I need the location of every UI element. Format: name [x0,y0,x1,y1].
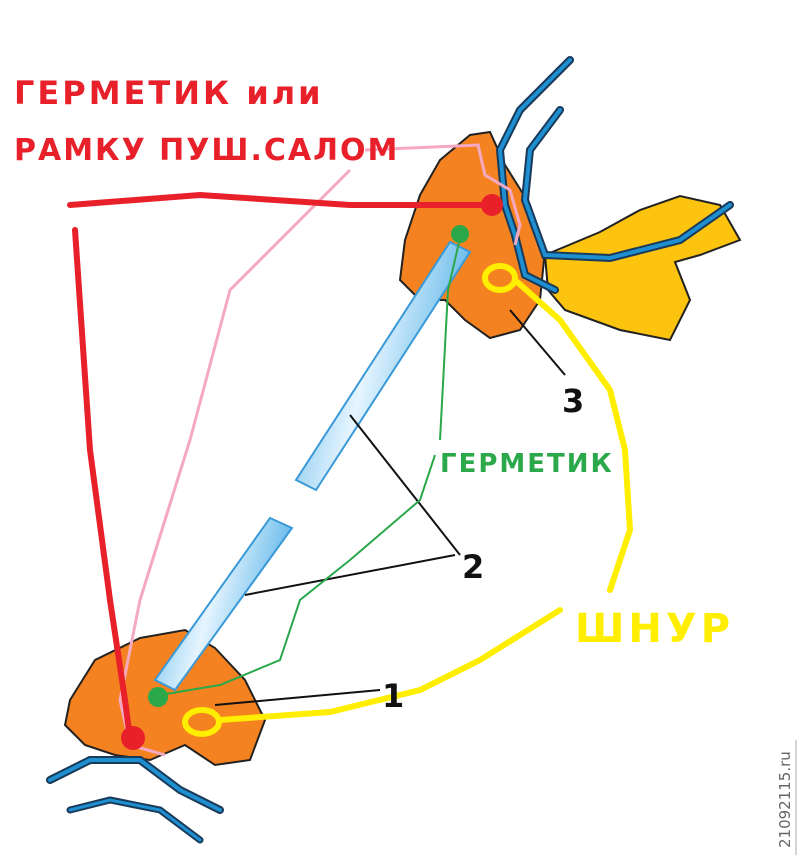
red-dot-top [481,194,503,216]
yellow-cord [182,263,634,737]
label-number-1: 1 [382,677,404,715]
green-dot-top [451,225,469,243]
green-lines [159,237,461,696]
watermark: 21092115.ru [776,751,794,848]
glass-lower [153,516,294,692]
cables [46,56,734,844]
label-number-2: 2 [462,548,484,586]
glass-upper [294,240,472,492]
label-cord: ШНУР [575,606,734,652]
leader-lines [214,309,566,706]
label-sealant-or-frame-line2: РАМКУ ПУШ.САЛОМ [14,133,399,168]
label-sealant: ГЕРМЕТИК [440,449,614,479]
green-dot-bottom [148,687,168,707]
label-sealant-or-frame-line1: ГЕРМЕТИК или [14,74,324,112]
red-dot-bottom [121,726,145,750]
label-number-3: 3 [562,382,584,420]
red-lines [67,191,493,741]
